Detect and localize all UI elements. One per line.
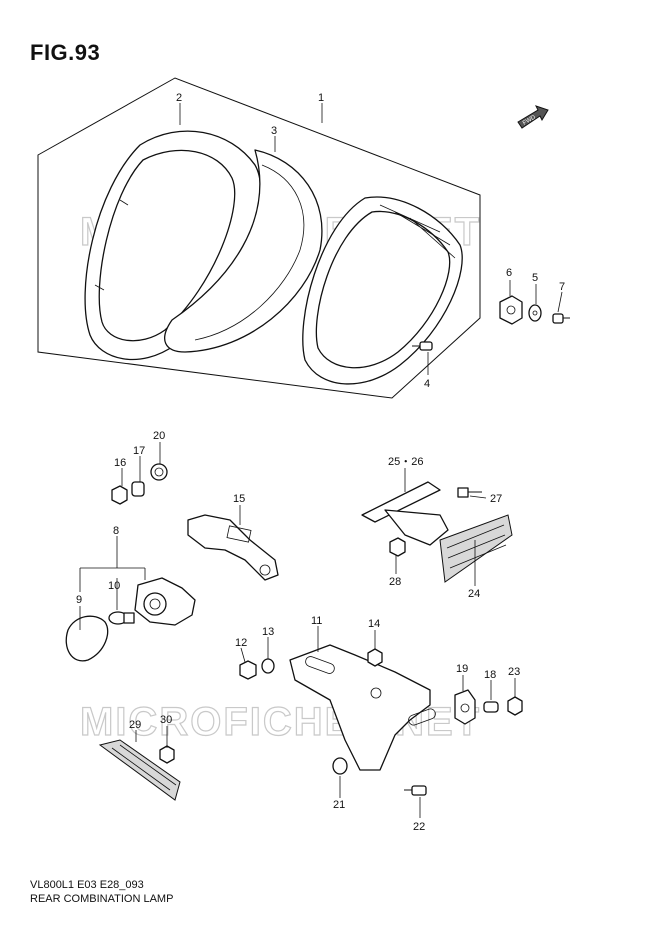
callout-10: 10: [108, 580, 120, 592]
callout-30: 30: [160, 714, 172, 726]
callout-11: 11: [311, 615, 322, 627]
part-4-screw[interactable]: [412, 341, 433, 351]
part-11-bracket[interactable]: [289, 644, 437, 771]
callout-16: 16: [114, 457, 126, 469]
callout-15: 15: [233, 493, 245, 505]
section-name: REAR COMBINATION LAMP: [30, 893, 174, 905]
callout-13: 13: [262, 626, 274, 638]
part-6-grommet[interactable]: [499, 295, 523, 325]
callout-19: 19: [456, 663, 468, 675]
callout-25-26: 25・26: [388, 456, 423, 468]
part-8-socket[interactable]: [134, 577, 196, 626]
callout-3: 3: [271, 125, 277, 137]
callout-21: 21: [333, 799, 345, 811]
callout-8: 8: [113, 525, 119, 537]
callout-14: 14: [368, 618, 380, 630]
callout-22: 22: [413, 821, 425, 833]
assembly-box: [37, 77, 481, 399]
leader-lines: [79, 103, 563, 818]
callout-24: 24: [468, 588, 480, 600]
part-3-gasket[interactable]: [164, 149, 323, 353]
callout-4: 4: [424, 378, 430, 390]
figure-title: FIG.93: [30, 40, 101, 65]
part-29-reflector[interactable]: [98, 739, 181, 801]
callout-29: 29: [129, 719, 141, 731]
part-13-washer[interactable]: [261, 658, 275, 674]
part-2-lens-rim[interactable]: [84, 130, 262, 361]
part-22-bolt[interactable]: [404, 785, 427, 796]
part-25-26-bracket[interactable]: [361, 481, 449, 546]
part-5-washer[interactable]: [528, 304, 542, 322]
part-21-cap[interactable]: [332, 757, 348, 775]
part-30-nut[interactable]: [159, 745, 175, 764]
part-10-bulb[interactable]: [108, 611, 135, 625]
part-28-nut[interactable]: [389, 537, 406, 557]
callout-6: 6: [506, 267, 512, 279]
callout-17: 17: [133, 445, 145, 457]
lamp-housing[interactable]: [302, 196, 463, 385]
callout-28: 28: [389, 576, 401, 588]
part-15-bracket[interactable]: [187, 514, 279, 581]
callout-27: 27: [490, 493, 502, 505]
part-7-screw[interactable]: [552, 313, 570, 324]
callout-18: 18: [484, 669, 496, 681]
part-27-screw[interactable]: [457, 487, 482, 498]
part-16-nut[interactable]: [111, 485, 128, 505]
callout-1: 1: [318, 92, 324, 104]
callout-2: 2: [176, 92, 182, 104]
callout-23: 23: [508, 666, 520, 678]
model-code: VL800L1 E03 E28_093: [30, 879, 144, 891]
part-9-lens-cap[interactable]: [65, 615, 109, 662]
part-19-grommet[interactable]: [454, 689, 476, 725]
part-14-nut[interactable]: [367, 648, 383, 667]
part-18-spacer[interactable]: [483, 701, 499, 713]
callout-12: 12: [235, 637, 247, 649]
callout-20: 20: [153, 430, 165, 442]
callout-9: 9: [76, 594, 82, 606]
callout-5: 5: [532, 272, 538, 284]
part-24-reflector[interactable]: [439, 514, 513, 583]
part-12-screw[interactable]: [239, 660, 257, 680]
callout-7: 7: [559, 281, 565, 293]
part-20-grommet[interactable]: [150, 463, 168, 481]
fwd-arrow-icon: FWD: [517, 105, 549, 129]
part-23-nut[interactable]: [507, 696, 523, 716]
part-17-spacer[interactable]: [131, 481, 145, 497]
